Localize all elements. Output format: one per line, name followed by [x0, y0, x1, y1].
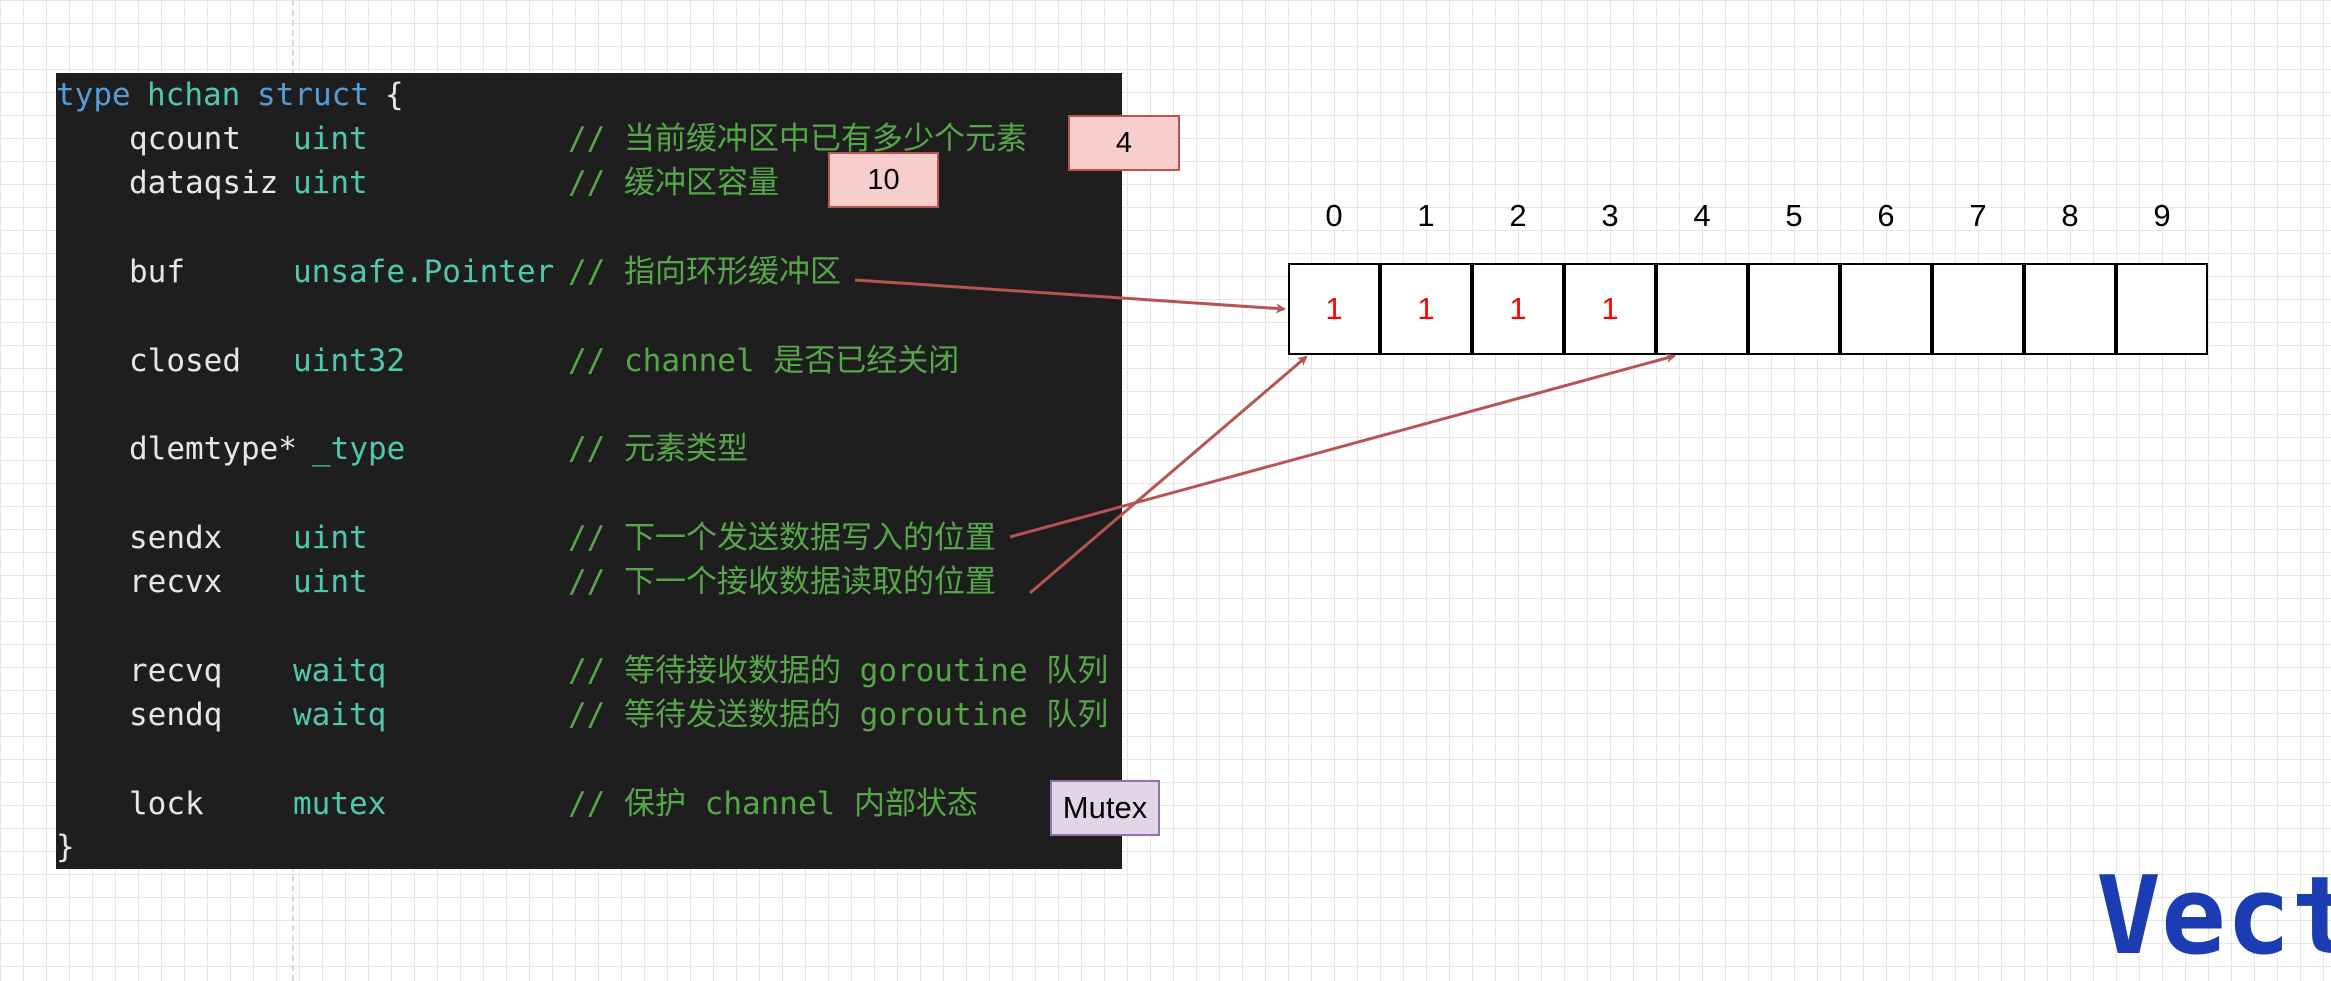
buffer-index: 5: [1785, 198, 1803, 233]
field-comment: // 保护 channel 内部状态: [568, 786, 978, 822]
buffer-index: 1: [1417, 198, 1435, 233]
struct-name: hchan: [147, 77, 241, 113]
field-type: uint32: [293, 343, 405, 379]
code-line-dataqsiz: dataqsiz uint // 缓冲区容量: [56, 161, 779, 205]
field-type: unsafe.Pointer: [293, 254, 555, 290]
field-name: recvx: [129, 564, 223, 600]
buffer-index: 0: [1325, 198, 1343, 233]
field-comment: // 等待接收数据的 goroutine 队列: [568, 653, 1109, 689]
code-line-recvx: recvx uint // 下一个接收数据读取的位置: [56, 560, 996, 604]
field-type: uint: [293, 520, 368, 556]
field-name: dataqsiz: [129, 165, 279, 201]
field-name: qcount: [129, 121, 241, 157]
open-brace: {: [385, 77, 404, 113]
field-type: uint: [293, 165, 368, 201]
buffer-cell[interactable]: 1: [1288, 263, 1380, 355]
code-line-qcount: qcount uint // 当前缓冲区中已有多少个元素: [56, 117, 1027, 161]
buffer-cell[interactable]: 1: [1564, 263, 1656, 355]
mutex-tag[interactable]: Mutex: [1050, 780, 1160, 836]
field-name: closed: [129, 343, 241, 379]
buffer-cell[interactable]: [1840, 263, 1932, 355]
keyword-type: type: [56, 77, 131, 113]
keyword-struct: struct: [257, 77, 369, 113]
field-name: sendx: [129, 520, 223, 556]
code-line-sendx: sendx uint // 下一个发送数据写入的位置: [56, 516, 996, 560]
field-comment: // channel 是否已经关闭: [568, 343, 960, 379]
close-brace: }: [56, 829, 75, 865]
buffer-cell[interactable]: 1: [1380, 263, 1472, 355]
field-type: uint: [293, 564, 368, 600]
field-name: lock: [129, 786, 204, 822]
buffer-index: 6: [1877, 198, 1895, 233]
hchan-struct-code-block: type hchan struct { qcount uint // 当前缓冲区…: [56, 73, 1122, 869]
field-comment: // 元素类型: [568, 431, 748, 467]
sendx-arrow: [1009, 353, 1676, 539]
field-comment: // 指向环形缓冲区: [568, 254, 841, 290]
recvx-arrow: [1029, 355, 1308, 595]
field-name: dlemtype*: [129, 431, 297, 467]
field-type: waitq: [293, 697, 387, 733]
buffer-cell[interactable]: [2116, 263, 2208, 355]
field-comment: // 下一个发送数据写入的位置: [568, 520, 996, 556]
field-name: recvq: [129, 653, 223, 689]
field-comment: // 当前缓冲区中已有多少个元素: [568, 121, 1027, 157]
code-line-closed: closed uint32 // channel 是否已经关闭: [56, 339, 959, 383]
buffer-cell[interactable]: [2024, 263, 2116, 355]
field-type: _type: [312, 431, 406, 467]
buffer-index: 4: [1693, 198, 1711, 233]
buffer-cell[interactable]: [1748, 263, 1840, 355]
buffer-index: 3: [1601, 198, 1619, 233]
field-type: waitq: [293, 653, 387, 689]
code-line-close: }: [56, 825, 131, 869]
buf-pointer-arrow: [854, 278, 1286, 314]
field-name: sendq: [129, 697, 223, 733]
code-line-header: type hchan struct {: [56, 73, 404, 117]
field-type: mutex: [293, 786, 387, 822]
buffer-cell[interactable]: [1656, 263, 1748, 355]
buffer-cell[interactable]: [1932, 263, 2024, 355]
code-line-elemtype: dlemtype* _type // 元素类型: [56, 427, 748, 471]
field-name: buf: [129, 254, 185, 290]
code-line-lock: lock mutex // 保护 channel 内部状态: [56, 782, 978, 826]
buffer-index: 8: [2061, 198, 2079, 233]
code-line-buf: buf unsafe.Pointer // 指向环形缓冲区: [56, 250, 841, 294]
buffer-index: 2: [1509, 198, 1527, 233]
qcount-value-tag[interactable]: 4: [1068, 115, 1180, 171]
field-comment: // 缓冲区容量: [568, 165, 779, 201]
code-line-sendq: sendq waitq // 等待发送数据的 goroutine 队列: [56, 693, 1108, 737]
field-comment: // 下一个接收数据读取的位置: [568, 564, 996, 600]
buffer-index: 7: [1969, 198, 1987, 233]
dataqsiz-value-tag[interactable]: 10: [828, 152, 939, 208]
field-type: uint: [293, 121, 368, 157]
watermark-text: Vect: [2096, 854, 2331, 979]
field-comment: // 等待发送数据的 goroutine 队列: [568, 697, 1109, 733]
code-line-recvq: recvq waitq // 等待接收数据的 goroutine 队列: [56, 649, 1108, 693]
buffer-index: 9: [2153, 198, 2171, 233]
buffer-cell[interactable]: 1: [1472, 263, 1564, 355]
